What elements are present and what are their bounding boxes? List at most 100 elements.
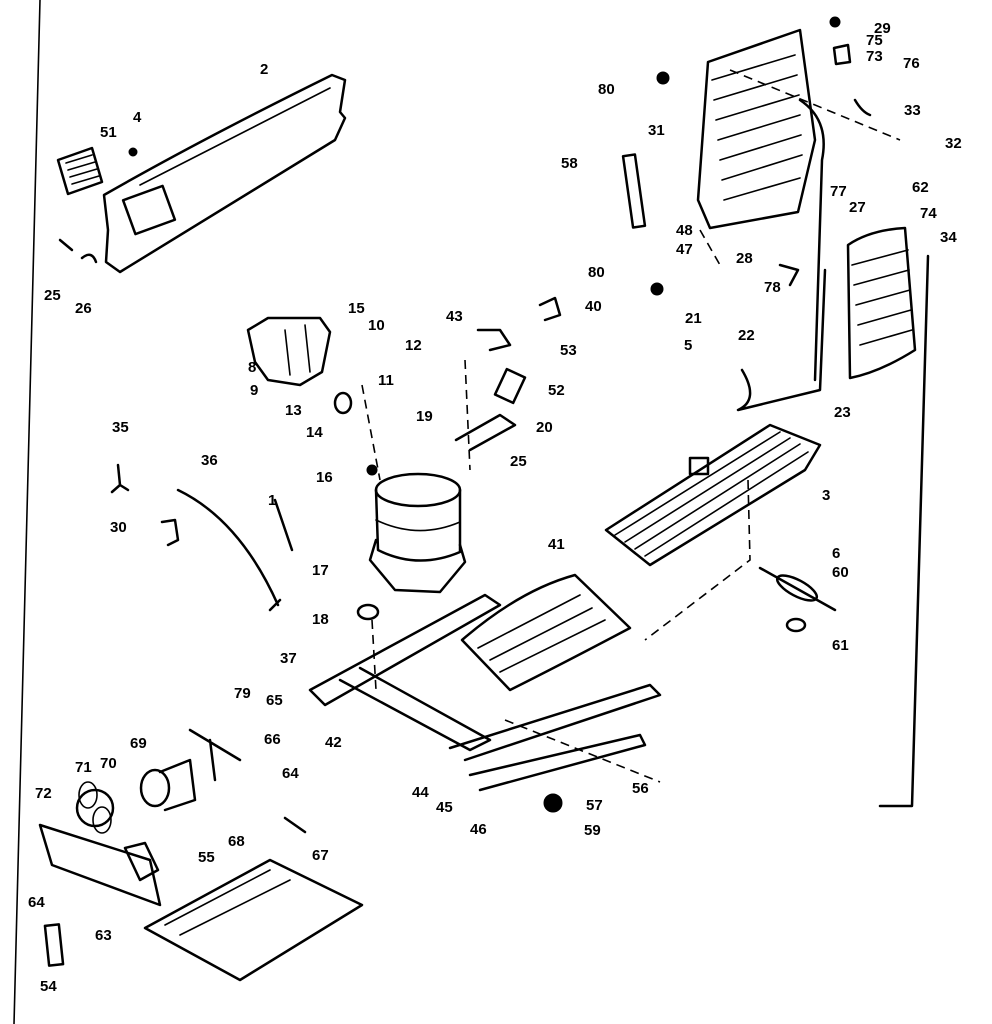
callout-label-32: 32: [945, 135, 962, 152]
callout-label-20: 20: [536, 419, 553, 436]
compressor-part: [356, 472, 467, 621]
bracket-part-55: [123, 841, 160, 882]
relay-bracket-part: [246, 316, 332, 387]
screw-part-4: [128, 147, 138, 157]
assembly-line: [371, 619, 377, 691]
rail-part-45: [468, 733, 647, 792]
callout-label-63: 63: [95, 927, 112, 944]
callout-label-61: 61: [832, 637, 849, 654]
callout-label-45: 45: [436, 799, 453, 816]
callout-label-18: 18: [312, 611, 329, 628]
callout-label-31: 31: [648, 122, 665, 139]
grommet-part-14: [333, 391, 353, 415]
callout-label-46: 46: [470, 821, 487, 838]
callout-label-21: 21: [685, 310, 702, 327]
strip-part-58: [621, 153, 647, 229]
callout-label-26: 26: [75, 300, 92, 317]
wire-part-1: [268, 498, 294, 612]
assembly-line: [729, 69, 901, 141]
callout-label-72: 72: [35, 785, 52, 802]
callout-label-37: 37: [280, 650, 297, 667]
margin-line: [13, 0, 41, 1024]
callout-label-11: 11: [378, 372, 394, 389]
callout-label-67: 67: [312, 847, 329, 864]
callout-label-79: 79: [234, 685, 251, 702]
screw-part-29: [829, 16, 841, 28]
callout-label-41: 41: [548, 536, 565, 553]
clip-part-28: [778, 263, 800, 287]
cabinet-outline: [878, 254, 930, 808]
callout-label-28: 28: [736, 250, 753, 267]
drain-pan-part: [143, 858, 364, 982]
callout-label-64-alt: 64: [28, 894, 45, 911]
fan-motor-part: [139, 758, 197, 812]
callout-label-74: 74: [920, 205, 937, 222]
tube-part-23: [736, 268, 827, 412]
callout-label-78: 78: [764, 279, 781, 296]
callout-label-65: 65: [266, 692, 283, 709]
clip-part-35: [110, 463, 130, 494]
callout-label-70: 70: [100, 755, 117, 772]
callout-label-80-alt: 80: [588, 264, 605, 281]
callout-label-68: 68: [228, 833, 245, 850]
screw-part-16: [366, 464, 378, 476]
callout-label-33: 33: [904, 102, 921, 119]
callout-label-16: 16: [316, 469, 333, 486]
callout-label-14: 14: [306, 424, 323, 441]
screw-part-67: [283, 816, 307, 834]
clip-part-33: [853, 98, 872, 117]
callout-label-8: 8: [248, 359, 256, 376]
callout-label-60: 60: [832, 564, 849, 581]
callout-label-69: 69: [130, 735, 147, 752]
condenser-coil-part: [696, 28, 825, 382]
sleeve-part-52: [493, 367, 527, 405]
callout-label-29: 29: [874, 20, 891, 37]
callout-label-10: 10: [368, 317, 385, 334]
callout-label-62: 62: [912, 179, 929, 196]
assembly-line: [464, 359, 471, 471]
callout-label-80: 80: [598, 81, 615, 98]
callout-label-13: 13: [285, 402, 302, 419]
callout-label-35: 35: [112, 419, 129, 436]
callout-label-64: 64: [282, 765, 299, 782]
assembly-line: [504, 719, 661, 783]
grommet-part-57: [543, 793, 563, 813]
drier-part: [758, 566, 837, 612]
callout-label-34: 34: [940, 229, 957, 246]
callout-label-52: 52: [548, 382, 565, 399]
callout-label-17: 17: [312, 562, 329, 579]
plug-part-80a: [656, 71, 670, 85]
callout-label-2: 2: [260, 61, 268, 78]
fan-bracket-part: [188, 728, 242, 782]
clip-part-54: [43, 923, 65, 967]
clip-part-30: [160, 518, 180, 547]
callout-label-48: 48: [676, 222, 693, 239]
callout-label-19: 19: [416, 408, 433, 425]
callout-label-58: 58: [561, 155, 578, 172]
callout-label-9: 9: [250, 382, 258, 399]
callout-label-25: 25: [510, 453, 527, 470]
callout-label-77: 77: [830, 183, 847, 200]
callout-label-15: 15: [348, 300, 365, 317]
callout-label-56: 56: [632, 780, 649, 797]
screw-part-25: [58, 238, 74, 252]
callout-label-51: 51: [100, 124, 117, 141]
tube-part-36: [176, 488, 280, 607]
callout-label-27: 27: [849, 199, 866, 216]
bracket-part-53: [476, 328, 512, 352]
base-frame-part: [308, 593, 662, 762]
bracket-part-20: [454, 413, 517, 452]
clip-part-40: [538, 296, 562, 322]
condenser-grid-part: [604, 423, 822, 567]
callout-label-40: 40: [585, 298, 602, 315]
callout-label-12: 12: [405, 337, 422, 354]
callout-label-1: 1: [268, 492, 276, 509]
callout-label-73: 73: [866, 48, 883, 65]
callout-label-44: 44: [412, 784, 429, 801]
callout-label-55: 55: [198, 849, 215, 866]
callout-label-57: 57: [586, 797, 603, 814]
capillary-part-61: [785, 617, 807, 633]
callout-label-76: 76: [903, 55, 920, 72]
callout-label-59: 59: [584, 822, 601, 839]
